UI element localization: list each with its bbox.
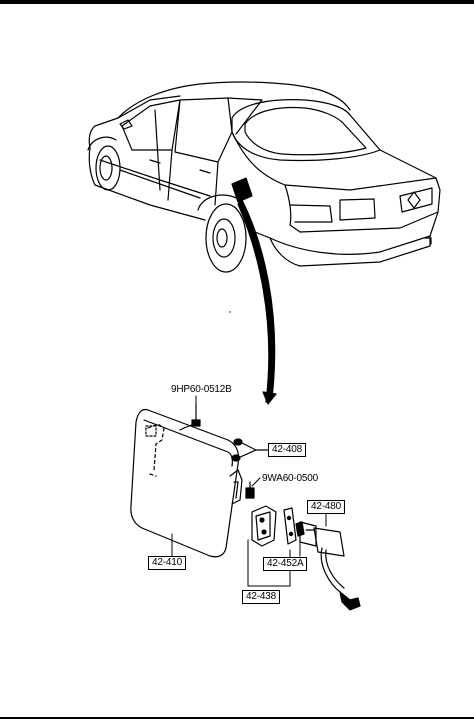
bottom-border [0,717,474,719]
hinge-pin-icon [231,438,269,462]
actuator-icon [295,521,361,611]
screw-icon [245,481,255,499]
label-hinge-assy: 42-438 [242,590,280,604]
label-bolt: 9HP60-0512B [171,384,232,395]
car-illustration [87,81,441,273]
label-screw: 9WA60-0500 [262,473,318,484]
label-hinge-pins: 42-408 [268,443,306,457]
label-bracket: 42-452A [263,557,308,571]
fuel-lid-panel [130,408,243,558]
leader-lines [171,395,327,587]
hinge-bracket [251,505,297,547]
label-lid: 42-410 [148,556,186,570]
callout-sweep [237,199,276,403]
label-actuator: 42-480 [307,500,345,514]
bolt-icon [179,403,201,431]
top-border [0,0,474,4]
